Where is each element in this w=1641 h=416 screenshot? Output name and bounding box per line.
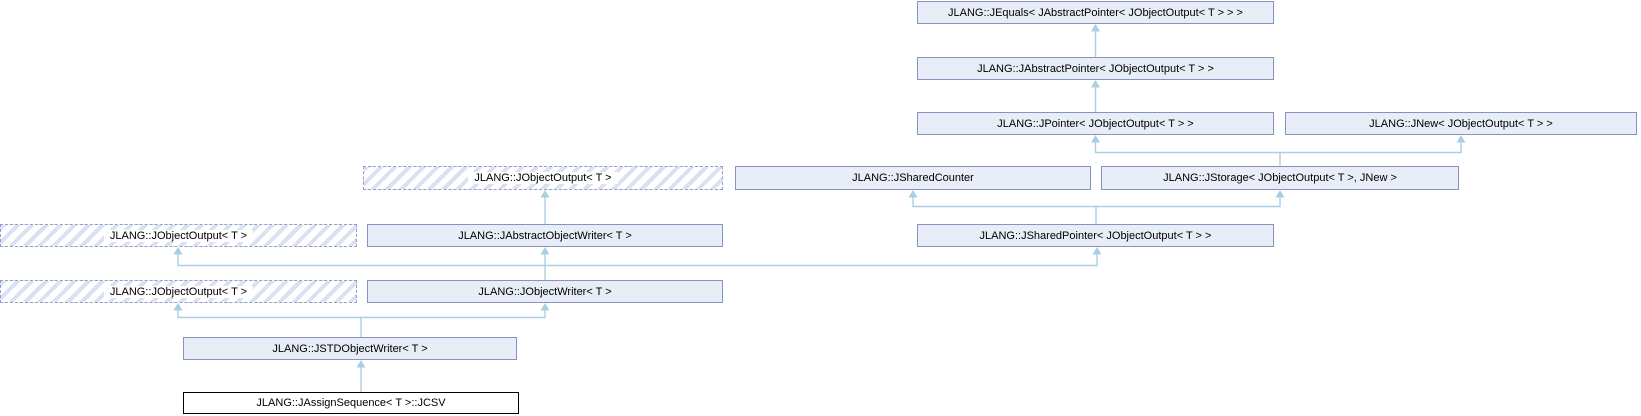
edge-jstdobjectwriter-to-jobjectwriter	[361, 303, 550, 319]
node-label: JLANG::JObjectOutput< T >	[468, 172, 618, 184]
node-jabstractobjectwriter[interactable]: JLANG::JAbstractObjectWriter< T >	[367, 224, 723, 247]
edge-jcsv-to-jstdobjectwriter	[356, 360, 366, 392]
edge-jobjectwriter-to-jabstractobjectwriter	[540, 247, 550, 280]
node-jobjectwriter[interactable]: JLANG::JObjectWriter< T >	[367, 280, 723, 303]
node-label: JLANG::JObjectWriter< T >	[478, 285, 612, 298]
edge-jstorage-to-jnew	[1280, 135, 1466, 154]
node-jequals[interactable]: JLANG::JEquals< JAbstractPointer< JObjec…	[917, 1, 1274, 24]
edge-jobjectwriter-to-jobjectoutput	[173, 247, 545, 267]
node-jsharedpointer[interactable]: JLANG::JSharedPointer< JObjectOutput< T …	[917, 224, 1274, 247]
node-jcsv-focus: JLANG::JAssignSequence< T >::JCSV	[183, 392, 519, 414]
node-label: JLANG::JEquals< JAbstractPointer< JObjec…	[948, 6, 1243, 19]
node-label: JLANG::JObjectOutput< T >	[103, 229, 254, 242]
node-label: JLANG::JNew< JObjectOutput< T > >	[1369, 117, 1553, 130]
edge-jabstractpointer-to-jequals	[1091, 24, 1100, 57]
edge-jabstractobjectwriter-to-jobjectoutput	[540, 190, 550, 224]
node-jobjectoutput-template-c: JLANG::JObjectOutput< T >	[0, 280, 357, 303]
node-jpointer[interactable]: JLANG::JPointer< JObjectOutput< T > >	[917, 112, 1274, 135]
edge-jsharedpointer-to-jsharedcounter	[908, 190, 1097, 224]
node-jstdobjectwriter[interactable]: JLANG::JSTDObjectWriter< T >	[183, 337, 517, 360]
node-label: JLANG::JSTDObjectWriter< T >	[272, 342, 428, 355]
node-jabstractpointer[interactable]: JLANG::JAbstractPointer< JObjectOutput< …	[917, 57, 1274, 80]
node-label: JLANG::JObjectOutput< T >	[103, 285, 254, 298]
node-label: JLANG::JAssignSequence< T >::JCSV	[256, 397, 446, 409]
node-label: JLANG::JStorage< JObjectOutput< T >, JNe…	[1163, 172, 1397, 184]
node-jsharedcounter[interactable]: JLANG::JSharedCounter	[735, 166, 1091, 190]
edge-jpointer-to-jabstractpointer	[1091, 80, 1100, 112]
node-jobjectoutput-template-a: JLANG::JObjectOutput< T >	[363, 166, 723, 190]
node-jstorage[interactable]: JLANG::JStorage< JObjectOutput< T >, JNe…	[1101, 166, 1459, 190]
edge-jstdobjectwriter-to-jobjectoutput	[173, 303, 362, 337]
edge-jstorage-to-jpointer	[1091, 135, 1281, 166]
node-label: JLANG::JAbstractObjectWriter< T >	[458, 229, 632, 242]
edge-jsharedpointer-to-jstorage	[1096, 190, 1285, 208]
edge-jobjectwriter-to-jsharedpointer	[545, 247, 1102, 267]
node-label: JLANG::JPointer< JObjectOutput< T > >	[997, 117, 1194, 130]
node-label: JLANG::JAbstractPointer< JObjectOutput< …	[977, 62, 1214, 75]
node-jobjectoutput-template-b: JLANG::JObjectOutput< T >	[0, 224, 357, 247]
node-label: JLANG::JSharedCounter	[852, 172, 974, 184]
node-jnew[interactable]: JLANG::JNew< JObjectOutput< T > >	[1285, 112, 1637, 135]
node-label: JLANG::JSharedPointer< JObjectOutput< T …	[979, 229, 1212, 242]
